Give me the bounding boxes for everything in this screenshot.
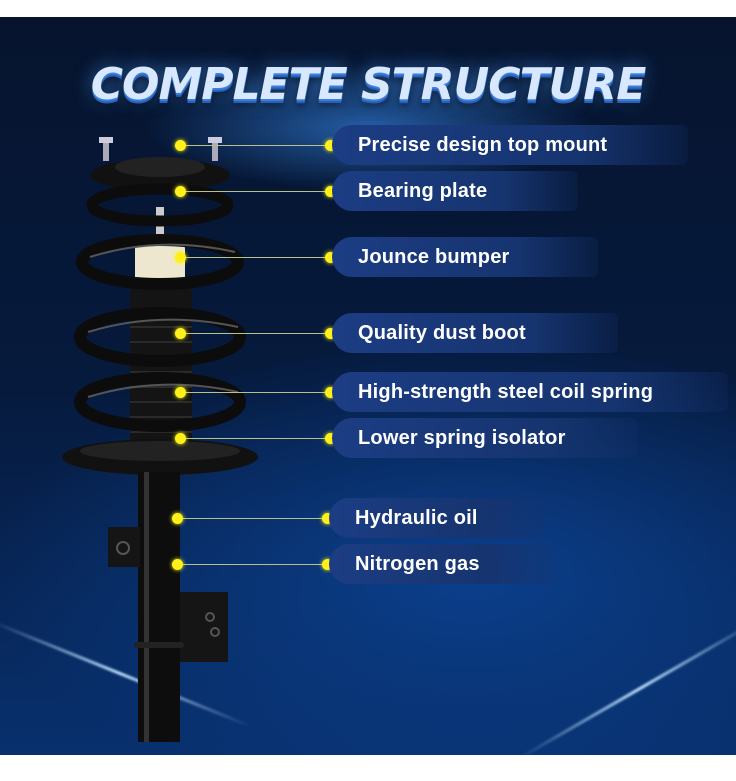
- leader-line: [177, 564, 327, 565]
- marker-dot: [172, 513, 183, 524]
- callout-label: Precise design top mount: [332, 125, 688, 165]
- leader-line: [177, 518, 327, 519]
- marker-dot: [172, 559, 183, 570]
- leader-line: [180, 392, 330, 393]
- marker-dot: [325, 186, 336, 197]
- page-title: COMPLETE STRUCTURE: [90, 59, 647, 110]
- callout-label: Lower spring isolator: [332, 418, 638, 458]
- leader-line: [180, 191, 330, 192]
- strut-assembly-image: [62, 137, 258, 742]
- light-beam-right: [518, 617, 736, 755]
- marker-dot: [325, 252, 336, 263]
- callout-label: Bearing plate: [332, 171, 578, 211]
- marker-dot: [175, 252, 186, 263]
- callout-label: High-strength steel coil spring: [332, 372, 728, 412]
- marker-dot: [325, 140, 336, 151]
- marker-dot: [325, 387, 336, 398]
- marker-dot: [325, 433, 336, 444]
- leader-line: [180, 438, 330, 439]
- marker-dot: [322, 559, 333, 570]
- leader-line: [180, 145, 330, 146]
- leader-line: [180, 257, 330, 258]
- marker-dot: [175, 328, 186, 339]
- callout-label: Jounce bumper: [332, 237, 598, 277]
- marker-dot: [175, 387, 186, 398]
- marker-dot: [175, 186, 186, 197]
- callout-label: Nitrogen gas: [329, 544, 555, 584]
- callout-label: Quality dust boot: [332, 313, 618, 353]
- callout-label: Hydraulic oil: [329, 498, 545, 538]
- marker-dot: [175, 433, 186, 444]
- marker-dot: [325, 328, 336, 339]
- leader-line: [180, 333, 330, 334]
- marker-dot: [322, 513, 333, 524]
- marker-dot: [175, 140, 186, 151]
